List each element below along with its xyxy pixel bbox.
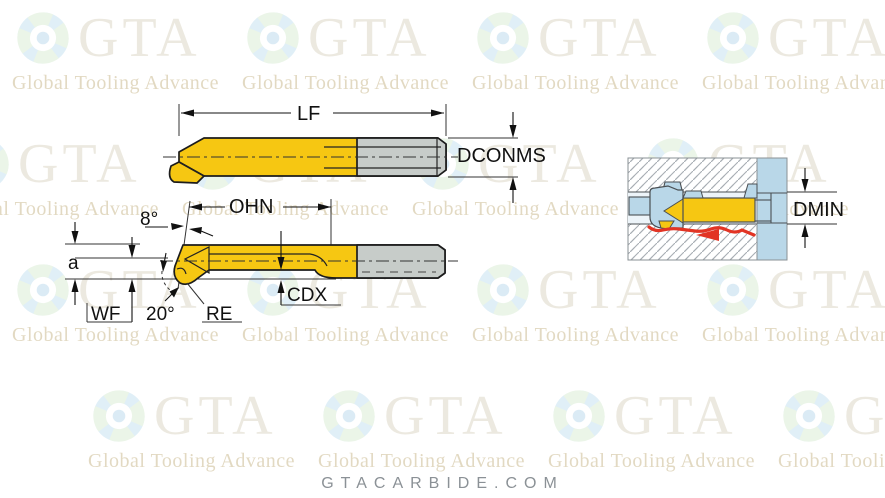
label-dconms: DCONMS [457, 145, 546, 167]
site-footer-text: GTACARBIDE.COM [321, 475, 564, 492]
feed-direction-arrow [696, 229, 719, 241]
label-cdx: CDX [287, 285, 327, 306]
side-view: OHN 8° CDX [65, 196, 458, 325]
section-view: DMIN [627, 157, 844, 261]
top-view: LF DCONMS [163, 103, 546, 203]
label-wf: WF [91, 304, 121, 325]
label-angle-nose: 20° [146, 304, 175, 325]
label-re: RE [206, 304, 232, 325]
label-angle-front: 8° [140, 209, 158, 230]
label-lf: LF [297, 103, 320, 125]
label-dmin: DMIN [793, 199, 844, 221]
label-ohn: OHN [229, 196, 273, 218]
label-a: a [68, 253, 79, 274]
